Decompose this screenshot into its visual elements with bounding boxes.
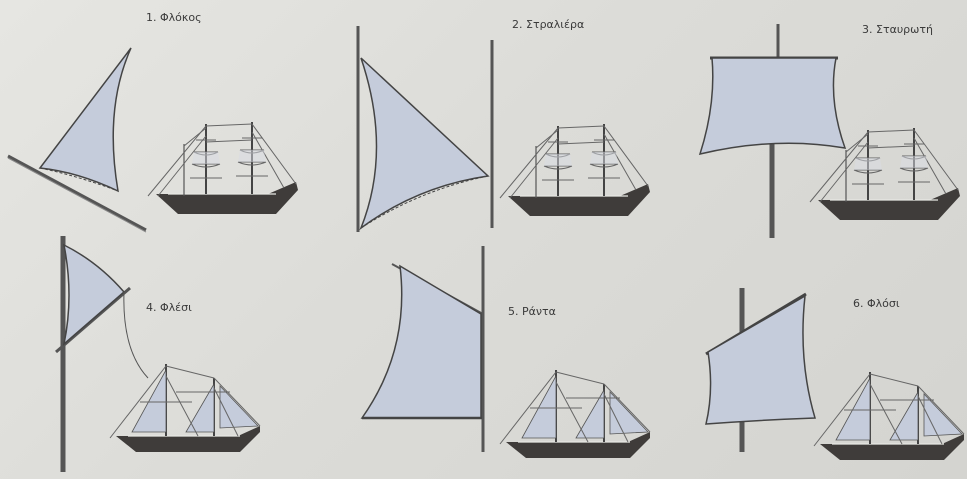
panel-1-sail-diagram [7, 47, 147, 233]
panel-5-label: 5. Ράντα [508, 305, 556, 318]
panel-3-label: 3. Σταυρωτή [862, 23, 933, 36]
panel-3-sail-diagram [698, 24, 847, 238]
panel-2-ship [499, 123, 651, 217]
panel-6-label: 6. Φλόσι [853, 297, 900, 310]
panel-4-sail-diagram [55, 236, 149, 472]
panel-6-sail-diagram [705, 288, 816, 452]
panel-5-ship [499, 369, 651, 459]
panel-4-ship [109, 363, 261, 453]
panel-6-ship [813, 371, 965, 461]
panel-1-ship [147, 121, 299, 215]
panel-4-label: 4. Φλέσι [146, 301, 192, 314]
panel-2-sail-diagram [356, 26, 494, 232]
panel-2-label: 2. Στραλιέρα [512, 18, 585, 31]
panel-1-label: 1. Φλόκος [146, 11, 202, 24]
panel-5-sail-diagram [360, 246, 485, 452]
